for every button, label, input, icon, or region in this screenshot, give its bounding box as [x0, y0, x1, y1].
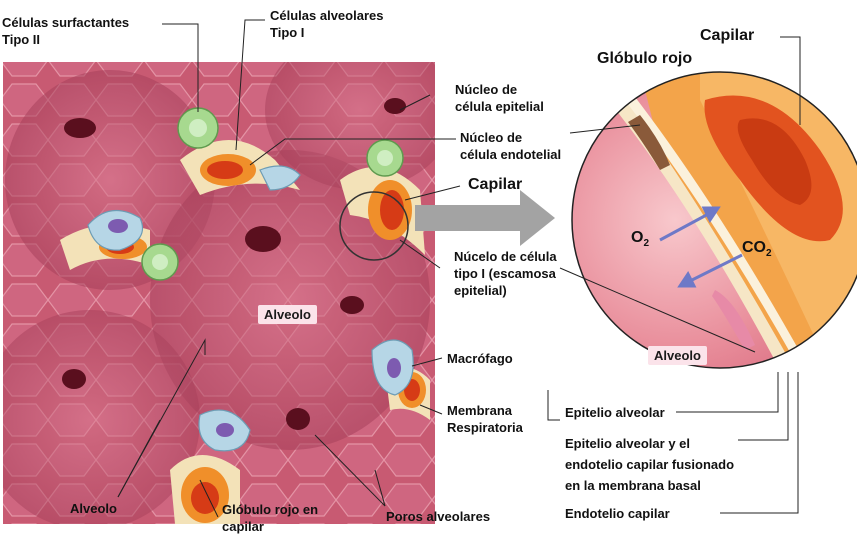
- tag-alveolus-right: Alveolo: [648, 346, 707, 365]
- label-rbc-capillary: Glóbulo rojo en capilar: [222, 501, 318, 535]
- label-red-blood-cell: Glóbulo rojo: [597, 49, 692, 68]
- label-alveolar-cells: Células alveolares Tipo I: [270, 7, 383, 41]
- label-capillary-right: Capilar: [700, 26, 754, 45]
- label-fused-layers: Epitelio alveolar y el endotelio capilar…: [565, 433, 734, 496]
- label-capillary-endothelium: Endotelio capilar: [565, 505, 670, 522]
- tag-alveolus-left: Alveolo: [258, 305, 317, 324]
- label-macrophage: Macrófago: [447, 350, 513, 367]
- zoom-arrow: [415, 190, 555, 246]
- label-epithelial-nucleus: Núcleo de célula epitelial: [455, 81, 544, 115]
- label-alveolar-pores: Poros alveolares: [386, 508, 490, 525]
- label-co2: CO2: [742, 239, 772, 259]
- label-alveolar-epithelium: Epitelio alveolar: [565, 404, 665, 421]
- label-respiratory-membrane: Membrana Respiratoria: [447, 402, 523, 436]
- label-alveolus-bottom: Alveolo: [70, 500, 117, 517]
- label-endothelial-nucleus: Núcleo de célula endotelial: [460, 129, 561, 163]
- label-o2: O2: [631, 229, 649, 249]
- label-surfactant-cells: Células surfactantes Tipo II: [2, 14, 129, 48]
- label-capillary-left: Capilar: [468, 175, 522, 194]
- label-type1-nucleus: Núcelo de célula tipo I (escamosa epitel…: [454, 248, 557, 299]
- magnified-membrane: [570, 70, 857, 370]
- alveolar-tissue-illustration: [0, 30, 455, 530]
